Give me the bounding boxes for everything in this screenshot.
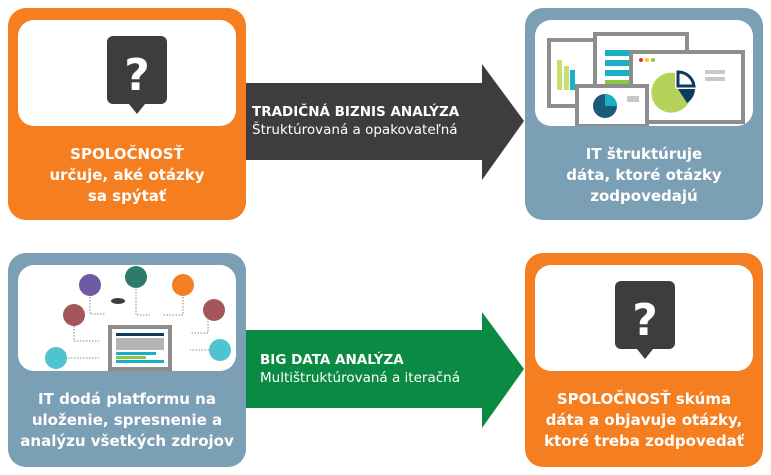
- company-asks-caption: SPOLOČNOSŤ určuje, aké otázky sa spýtať: [8, 144, 246, 207]
- caption-line: ktoré treba zodpovedať: [544, 432, 744, 450]
- it-structures-caption: IT štruktúruje dáta, ktoré otázky zodpov…: [525, 144, 763, 207]
- illustration-panel: ?: [18, 20, 236, 126]
- caption-line: IT dodá platformu na: [38, 390, 216, 408]
- svg-text:?: ?: [124, 50, 150, 101]
- svg-text:?: ?: [632, 295, 658, 346]
- caption-line: SPOLOČNOSŤ: [70, 145, 184, 163]
- illustration-panel: [18, 265, 236, 371]
- caption-line: sa spýtať: [87, 187, 167, 205]
- it-platform-box: IT dodá platformu na uloženie, spresneni…: [8, 253, 246, 467]
- arrow-subtitle: Štruktúrovaná a opakovateľná: [252, 122, 458, 138]
- illustration-panel: [535, 20, 753, 126]
- arrow-title: BIG DATA ANALÝZA: [260, 352, 404, 368]
- caption-line: SPOLOČNOSŤ skúma: [556, 390, 732, 408]
- caption-line: analýzu všetkých zdrojov: [20, 432, 234, 450]
- arrow-shape: [246, 312, 524, 428]
- caption-line: uloženie, spresnenie a: [31, 411, 223, 429]
- arrow-subtitle: Multištruktúrovaná a iteračná: [260, 370, 460, 386]
- company-explores-box: ? SPOLOČNOSŤ skúma dáta a objavuje otázk…: [525, 253, 763, 467]
- caption-line: dáta, ktoré otázky: [566, 166, 722, 184]
- data-sources-network-icon: [45, 266, 231, 371]
- illustration-panel: ?: [535, 265, 753, 371]
- it-structures-box: IT štruktúruje dáta, ktoré otázky zodpov…: [525, 8, 763, 220]
- traditional-analysis-arrow: TRADIČNÁ BIZNIS ANALÝZA Štruktúrovaná a …: [246, 64, 524, 180]
- caption-line: určuje, aké otázky: [49, 166, 205, 184]
- company-asks-box: ? SPOLOČNOSŤ určuje, aké otázky sa spýta…: [8, 8, 246, 220]
- it-platform-caption: IT dodá platformu na uloženie, spresneni…: [8, 389, 246, 452]
- caption-line: zodpovedajú: [590, 187, 698, 205]
- question-bubble-icon: ?: [107, 36, 167, 114]
- caption-line: dáta a objavuje otázky,: [545, 411, 743, 429]
- arrow-title: TRADIČNÁ BIZNIS ANALÝZA: [252, 104, 460, 120]
- question-bubble-icon: ?: [615, 281, 675, 359]
- dashboard-windows-icon: [547, 32, 745, 126]
- caption-line: IT štruktúruje: [585, 145, 703, 163]
- company-explores-caption: SPOLOČNOSŤ skúma dáta a objavuje otázky,…: [525, 389, 763, 452]
- arrow-shape: [246, 64, 524, 180]
- big-data-analysis-arrow: BIG DATA ANALÝZA Multištruktúrovaná a it…: [246, 312, 524, 428]
